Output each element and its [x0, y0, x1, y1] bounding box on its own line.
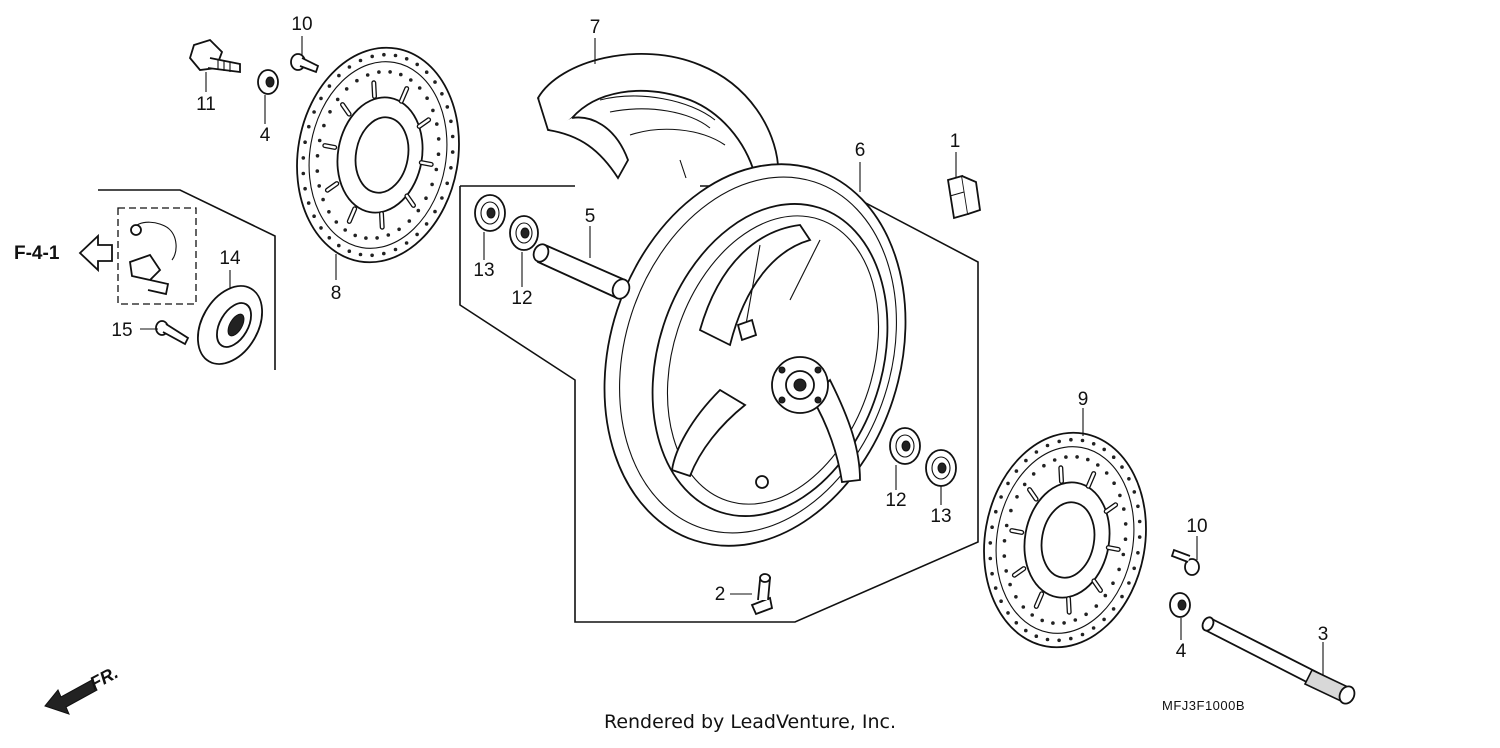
bearing-part-13-left: [474, 194, 506, 232]
callout-10-right: 10: [1186, 516, 1207, 537]
valve-part-2: [750, 573, 774, 616]
bolt-part-10-left: [290, 53, 320, 74]
bearing-part-12-left: [509, 215, 539, 251]
callout-13-left: 13: [473, 260, 494, 281]
callout-15: 15: [111, 320, 132, 341]
callout-1: 1: [950, 131, 961, 152]
bearing-part-12-right: [889, 427, 921, 465]
pulser-ring-part-14: [197, 285, 263, 365]
balance-weight-part-1: [946, 174, 981, 220]
callout-2: 2: [715, 584, 726, 605]
collar-part-4-left: [257, 69, 279, 95]
collar-part-4-right: [1169, 592, 1191, 618]
callout-12-right: 12: [885, 490, 906, 511]
reference-label: F-4-1: [14, 243, 60, 264]
callout-14: 14: [219, 248, 241, 269]
brake-disc-left: [296, 46, 460, 264]
spacer-part-5: [532, 243, 631, 300]
callout-3: 3: [1318, 624, 1329, 645]
callout-8: 8: [331, 283, 342, 304]
diagram-code: MFJ3F1000B: [1162, 698, 1245, 713]
callout-10-left: 10: [291, 14, 312, 35]
tire-part: [536, 53, 779, 180]
wheel-part: [603, 163, 907, 547]
callout-12-left: 12: [511, 288, 532, 309]
bolt-part-10-right: [1170, 548, 1200, 576]
callout-7: 7: [590, 17, 601, 38]
wheel-speed-sensor: [129, 221, 177, 296]
callout-11: 11: [196, 94, 216, 115]
front-direction-arrow: [44, 679, 98, 715]
callout-4-left: 4: [260, 125, 271, 146]
reference-arrow: [78, 233, 113, 273]
render-credit: Rendered by LeadVenture, Inc.: [604, 711, 896, 733]
bolt-part-11: [188, 38, 241, 74]
callout-6: 6: [855, 140, 866, 161]
callout-4-right: 4: [1176, 641, 1187, 662]
callout-13-right: 13: [930, 506, 951, 527]
bearing-part-13-right: [925, 449, 957, 487]
brake-disc-right: [983, 431, 1147, 649]
axle-part-3: [1201, 616, 1356, 705]
leader-lines: [140, 36, 1324, 675]
callout-5: 5: [585, 206, 596, 227]
bolt-part-15: [155, 320, 190, 346]
sensor-group-box: [98, 189, 276, 370]
callout-9: 9: [1078, 389, 1089, 410]
